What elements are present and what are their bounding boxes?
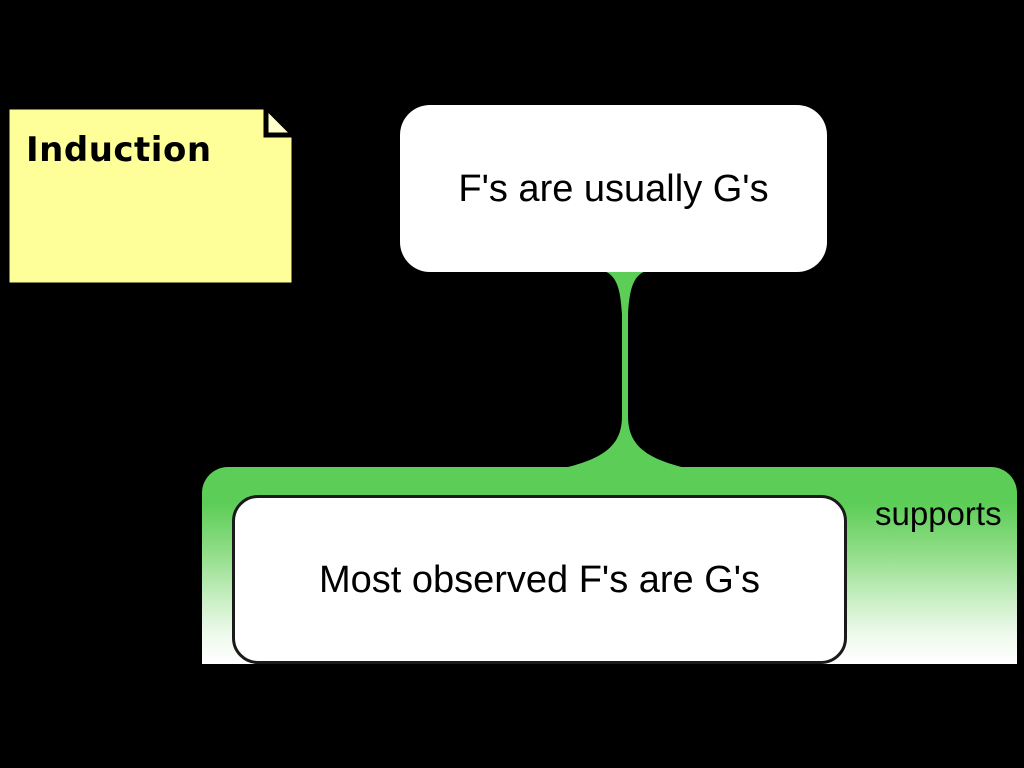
sticky-note-title: Induction bbox=[26, 130, 212, 170]
support-arrow-shape bbox=[564, 268, 686, 468]
folded-corner-note-icon bbox=[4, 104, 297, 288]
relation-label-supports: supports bbox=[875, 495, 1002, 532]
premise-text: Most observed F's are G's bbox=[318, 558, 761, 601]
conclusion-text: F's are usually G's bbox=[458, 167, 769, 210]
support-arrow-icon[interactable] bbox=[560, 266, 690, 471]
premise-box[interactable]: Most observed F's are G's bbox=[232, 495, 847, 664]
conclusion-box[interactable]: F's are usually G's bbox=[400, 105, 827, 272]
sticky-note[interactable]: Induction bbox=[4, 104, 297, 288]
